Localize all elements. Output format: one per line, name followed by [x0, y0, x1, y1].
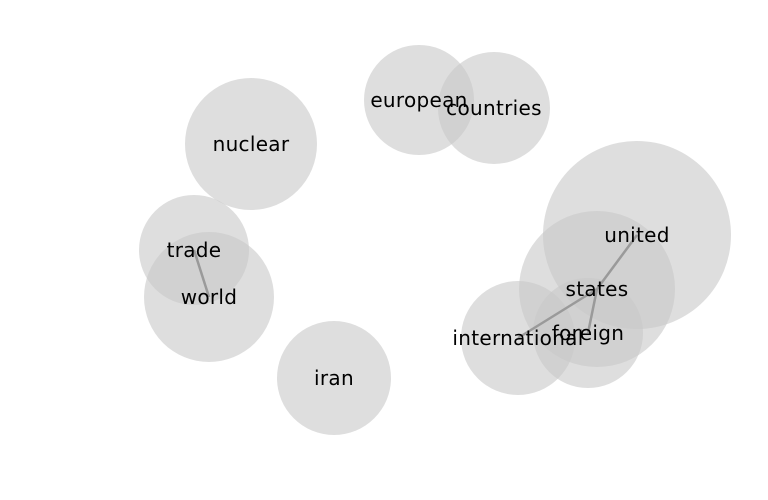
label-european: european	[370, 88, 467, 112]
label-international: international	[452, 326, 583, 350]
bubble-countries	[438, 52, 550, 164]
link-states-international	[517, 287, 598, 340]
label-foreign: foreign	[552, 321, 624, 345]
label-layer: european countries nuclear united states…	[167, 88, 670, 390]
label-world: world	[181, 285, 238, 309]
label-trade: trade	[167, 238, 222, 262]
link-layer	[192, 234, 639, 340]
label-united: united	[604, 223, 670, 247]
label-countries: countries	[446, 96, 542, 120]
link-trade-world	[192, 249, 211, 298]
bubble-iran	[277, 321, 391, 435]
label-nuclear: nuclear	[213, 132, 290, 156]
link-states-foreign	[586, 288, 599, 334]
link-united-states	[595, 234, 639, 290]
label-states: states	[566, 277, 629, 301]
label-iran: iran	[314, 366, 354, 390]
bubble-nuclear	[185, 78, 317, 210]
